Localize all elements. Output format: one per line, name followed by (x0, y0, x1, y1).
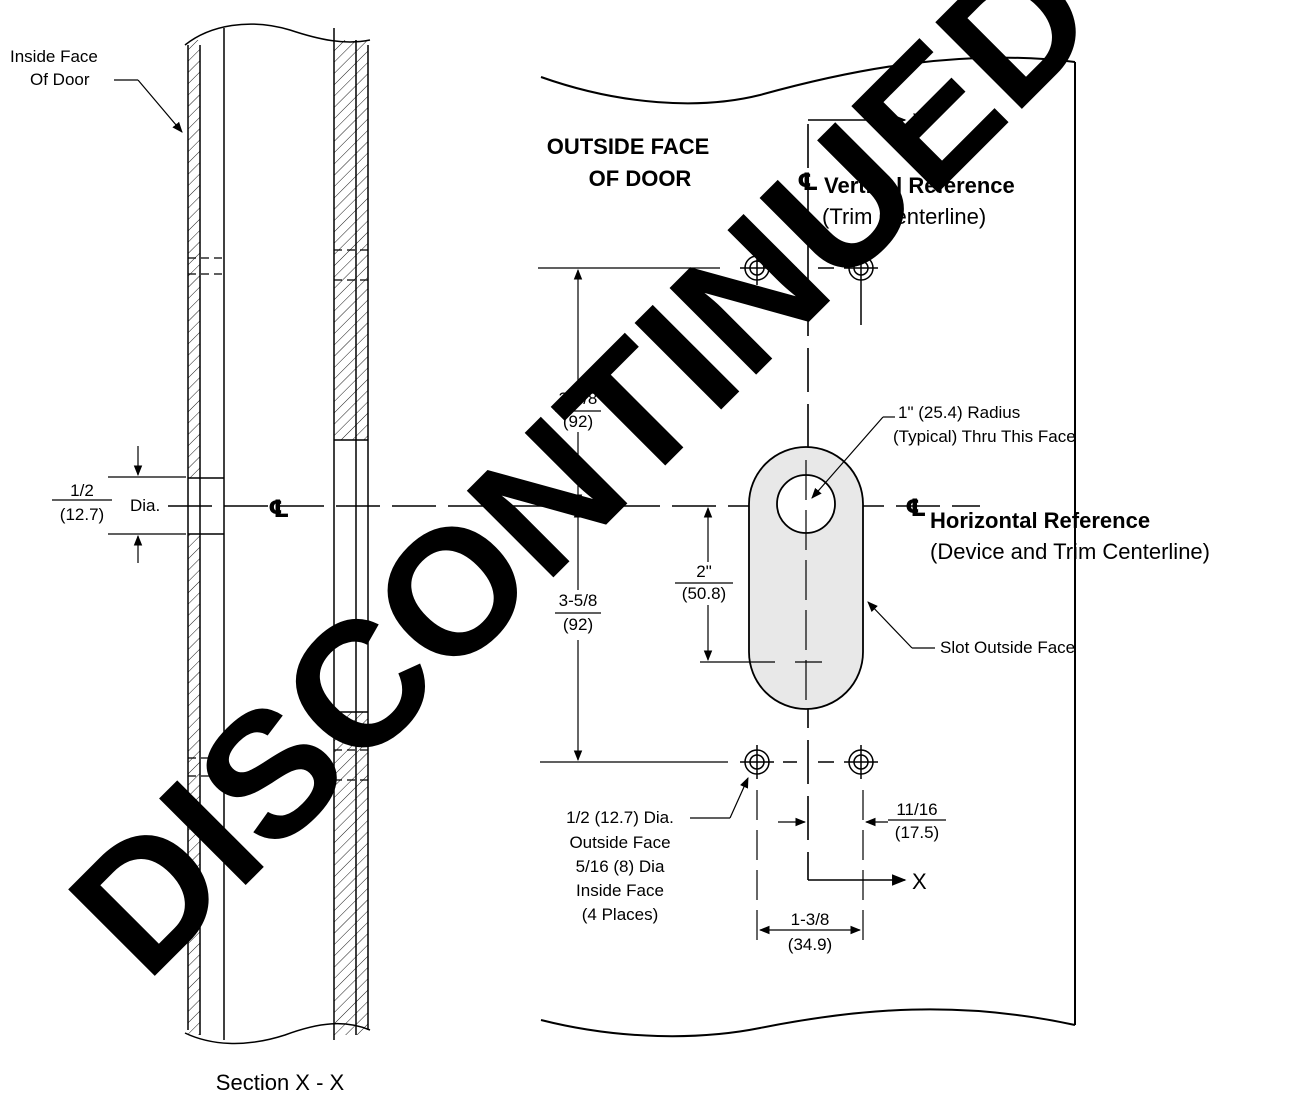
horizontal-cl-symbol: ℄ (905, 495, 927, 522)
half-dia-in: 1/2 (70, 481, 94, 500)
lower-dim-in: 3-5/8 (559, 591, 598, 610)
slot-dim-mm: (50.8) (682, 584, 726, 603)
lower-dim-mm: (92) (563, 615, 593, 634)
inside-face-label: Inside Face (10, 47, 98, 66)
slot-opening (334, 440, 368, 712)
mounting-holes (740, 251, 878, 779)
hole-bottom-left (740, 745, 774, 779)
hole-note-4: Inside Face (576, 881, 664, 900)
dia-label: Dia. (130, 496, 160, 515)
hole-note-1: 1/2 (12.7) Dia. (566, 808, 674, 827)
section-mark-top: X (912, 109, 927, 134)
slot-dim-in: 2" (696, 562, 712, 581)
vertical-ref-label: Vertical Reference (824, 173, 1015, 198)
left-wall-hatch (188, 40, 200, 1035)
section-view (184, 23, 371, 1045)
offset-dim-in: 11/16 (896, 800, 937, 819)
section-title: Section X - X (216, 1070, 345, 1095)
vertical-ref-sub: (Trim Centerline) (822, 204, 986, 229)
section-cl-symbol: ℄ (268, 496, 290, 523)
upper-dim-mm: (92) (563, 412, 593, 431)
hole-bottom-right (844, 745, 878, 779)
hole-note-5: (4 Places) (582, 905, 659, 924)
offset-dim-mm: (17.5) (895, 823, 939, 842)
outside-face-title-2: OF DOOR (589, 166, 692, 191)
horizontal-ref-sub: (Device and Trim Centerline) (930, 539, 1210, 564)
hole-note-2: Outside Face (569, 833, 670, 852)
outside-face-view (540, 56, 1076, 1038)
spacing-dim-mm: (34.9) (788, 935, 832, 954)
upper-dim-in: 3-5/8 (559, 389, 598, 408)
hole-top-right (844, 251, 878, 325)
slot-outside-label: Slot Outside Face (940, 638, 1075, 657)
spacing-dim-in: 1-3/8 (791, 910, 830, 929)
radius-note-2: (Typical) Thru This Face (893, 427, 1076, 446)
outside-face-title-1: OUTSIDE FACE (547, 134, 710, 159)
vertical-cl-symbol: ℄ (797, 169, 819, 196)
half-dia-mm: (12.7) (60, 505, 104, 524)
radius-note-1: 1" (25.4) Radius (898, 403, 1020, 422)
horizontal-ref-label: Horizontal Reference (930, 508, 1150, 533)
hole-note-3: 5/16 (8) Dia (576, 857, 665, 876)
section-mark-bottom: X (912, 869, 927, 894)
inside-face-label-2: Of Door (30, 70, 90, 89)
hole-top-left (740, 251, 774, 285)
